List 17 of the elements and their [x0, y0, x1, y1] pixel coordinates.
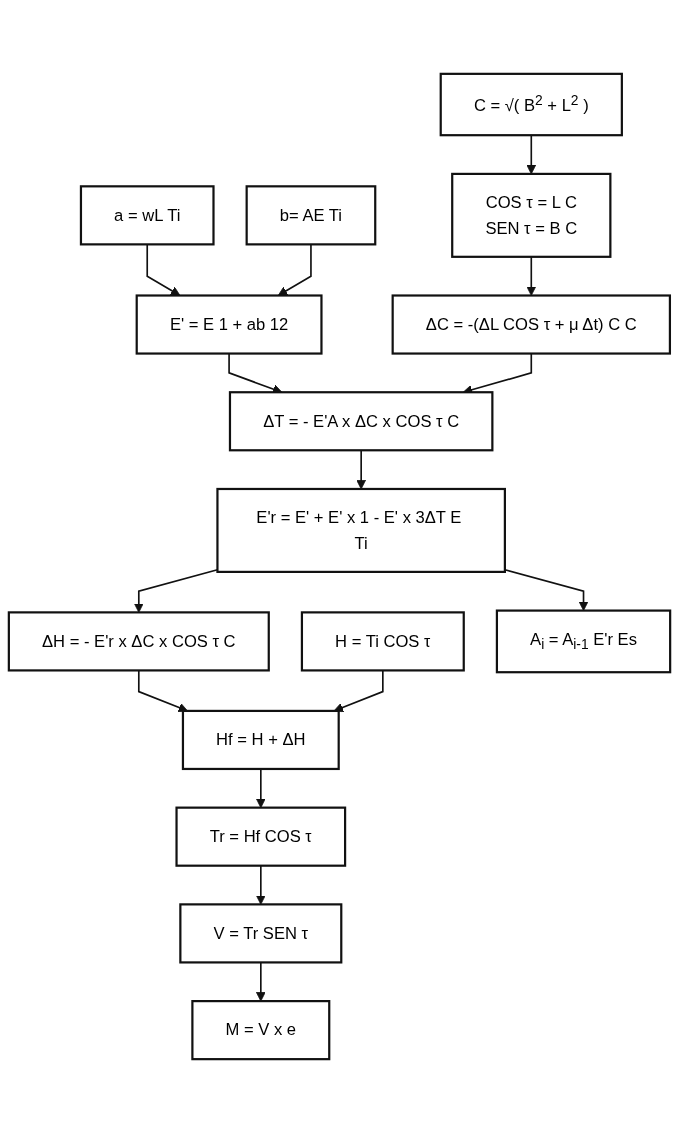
node-box: H = Ti COS τ: [300, 611, 465, 672]
node-box: A$_{i}$ = A$_{i-1}$ E'r Es: [495, 609, 672, 674]
node-box: ΔC = -(ΔL COS τ + μ Δt) C C: [391, 294, 671, 355]
node-box: C = √( B$^{2}$ + L$^{2}$ ): [439, 72, 623, 137]
node-box: E'r = E' + E' x 1 - E' x 3ΔT E Ti: [216, 487, 506, 573]
node-box: E' = E 1 + ab 12: [135, 294, 323, 355]
node-box: ΔT = - E'A x ΔC x COS τ C: [228, 391, 494, 452]
node-box: b= AE Ti: [245, 185, 377, 246]
node-box: ΔH = - E'r x ΔC x COS τ C: [7, 611, 270, 672]
node-box: V = Tr SEN τ: [179, 903, 343, 964]
node-box: Hf = H + ΔH: [181, 709, 340, 771]
node-box: a = wL Ti: [79, 185, 215, 246]
arrow: [526, 256, 537, 296]
node-box: COS τ = L C SEN τ = B C: [451, 172, 612, 258]
arrow: [133, 568, 219, 613]
node-box: Tr = Hf COS τ: [175, 806, 347, 867]
node-box: M = V x e: [191, 1000, 331, 1061]
